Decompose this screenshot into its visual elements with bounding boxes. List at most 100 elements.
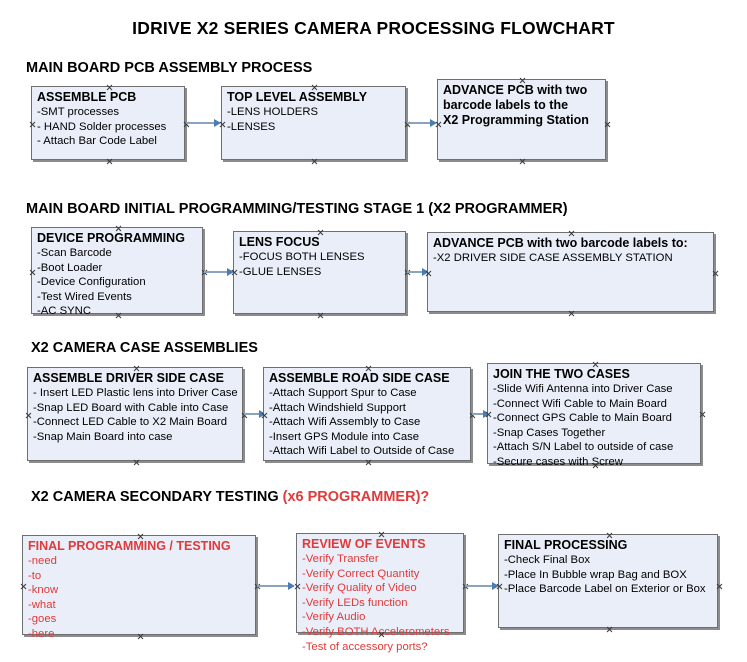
box-assemble-road-side-case[interactable]: ASSEMBLE ROAD SIDE CASE -Attach Support …: [263, 367, 471, 461]
arrowhead-icon: [430, 118, 437, 127]
box-line: -X2 DRIVER SIDE CASE ASSEMBLY STATION: [433, 252, 673, 264]
box-line: -AC SYNC: [37, 305, 91, 318]
box-title: ASSEMBLE PCB: [37, 90, 137, 104]
connector-handle-bottom: [317, 312, 324, 319]
connector-driver-side-to-road-side: [244, 413, 262, 415]
box-line: -Check Final Box: [504, 554, 591, 566]
box-line: -Verify Transfer: [302, 553, 379, 565]
box-line: -Boot Loader: [37, 261, 103, 274]
box-line: -Scan Barcode: [37, 247, 112, 259]
connector-device-programming-to-lens-focus: [204, 271, 230, 273]
connector-handle-left[interactable]: [29, 269, 36, 276]
connector-assemble-pcb-to-top-level: [186, 122, 217, 124]
page-title: IDRIVE X2 SERIES CAMERA PROCESSING FLOWC…: [132, 18, 615, 38]
box-line: -Insert GPS Module into Case: [269, 430, 420, 443]
box-line: -Attach Windshield Support: [269, 401, 406, 414]
connector-handle-bottom: [606, 626, 613, 633]
connector-handle-right[interactable]: [712, 270, 719, 277]
arrowhead-icon: [227, 267, 234, 276]
box-title: ADVANCE PCB with two barcode labels to:: [433, 236, 688, 250]
box-line: -Place In Bubble wrap Bag and BOX: [504, 568, 687, 581]
box-top-level-assembly[interactable]: TOP LEVEL ASSEMBLY -LENS HOLDERS -LENSES: [221, 86, 406, 160]
box-advance-pcb-to-programming-station[interactable]: ADVANCE PCB with two barcode labels to t…: [437, 79, 606, 160]
connector-handle-bottom: [133, 459, 140, 466]
connector-review-of-events-to-final-processing: [465, 585, 495, 587]
box-title: ADVANCE PCB with two: [443, 83, 588, 97]
connector-handle-right[interactable]: [604, 121, 611, 128]
box-line: X2 Programming Station: [443, 113, 589, 127]
box-line: -here: [28, 627, 55, 640]
box-title: TOP LEVEL ASSEMBLY: [227, 90, 368, 104]
connector-handle-left[interactable]: [20, 583, 27, 590]
box-line: -Attach Wifi Assembly to Case: [269, 416, 421, 429]
box-line: -Verify Correct Quantity: [302, 567, 420, 580]
connector-handle-left[interactable]: [29, 121, 36, 128]
connector-handle-bottom: [519, 158, 526, 165]
box-line: -need: [28, 555, 57, 567]
connector-handle-bottom: [106, 158, 113, 165]
arrowhead-icon: [492, 581, 499, 590]
box-line: -Verify Quality of Video: [302, 582, 417, 595]
section-heading-text: MAIN BOARD PCB ASSEMBLY PROCESS: [26, 60, 313, 76]
section-heading-text: X2 CAMERA CASE ASSEMBLIES: [31, 340, 258, 356]
box-lens-focus[interactable]: LENS FOCUS -FOCUS BOTH LENSES -GLUE LENS…: [233, 231, 406, 314]
box-line: barcode labels to the: [443, 98, 569, 112]
connector-handle-right[interactable]: [699, 411, 706, 418]
box-line: -LENSES: [227, 120, 276, 133]
box-line: -Attach Support Spur to Case: [269, 387, 417, 399]
box-final-programming-testing[interactable]: FINAL PROGRAMMING / TESTING -need -to -k…: [20, 535, 256, 640]
box-line: -Verify LEDs function: [302, 596, 408, 609]
section-heading-x2-camera-secondary-testing: X2 CAMERA SECONDARY TESTING (x6 PROGRAMM…: [31, 489, 429, 505]
arrowhead-icon: [483, 409, 490, 418]
connector-final-programming-to-review-of-events: [257, 585, 291, 587]
box-advance-pcb-to-driver-side-case-assembly[interactable]: ADVANCE PCB with two barcode labels to: …: [427, 232, 714, 312]
box-line: - Attach Bar Code Label: [37, 135, 157, 148]
connector-handle-bottom: [311, 158, 318, 165]
box-line: -Place Barcode Label on Exterior or Box: [504, 583, 706, 596]
box-line: -Verify BOTH Accelerometers: [302, 625, 450, 638]
box-line-overflow: -Test of accessory ports?: [302, 640, 428, 653]
box-line: -Secure cases with Screw: [493, 455, 623, 468]
box-line: -LENS HOLDERS: [227, 106, 319, 118]
box-line: -Connect LED Cable to X2 Main Board: [33, 416, 228, 429]
arrowhead-icon: [214, 118, 221, 127]
box-title: ASSEMBLE ROAD SIDE CASE: [269, 371, 450, 385]
section-heading-text: X2 CAMERA SECONDARY TESTING: [31, 489, 283, 505]
box-final-processing[interactable]: FINAL PROCESSING -Check Final Box -Place…: [498, 534, 718, 628]
box-line: -FOCUS BOTH LENSES: [239, 251, 365, 263]
box-line: -Slide Wifi Antenna into Driver Case: [493, 383, 673, 395]
connector-handle-right[interactable]: [716, 583, 723, 590]
box-line: -Test Wired Events: [37, 290, 132, 303]
box-line: -Verify Audio: [302, 611, 366, 624]
box-device-programming[interactable]: DEVICE PROGRAMMING -Scan Barcode -Boot L…: [29, 227, 203, 317]
box-line: -Snap Cases Together: [493, 426, 606, 439]
box-line: -to: [28, 569, 42, 582]
box-line: -Device Configuration: [37, 276, 146, 289]
box-line: -Snap LED Board with Cable into Case: [33, 401, 229, 414]
box-assemble-driver-side-case[interactable]: ASSEMBLE DRIVER SIDE CASE - Insert LED P…: [27, 367, 243, 461]
connector-handle-left[interactable]: [25, 412, 32, 419]
section-heading-accent: (x6 PROGRAMMER)?: [282, 489, 430, 505]
box-title: ASSEMBLE DRIVER SIDE CASE: [33, 371, 225, 385]
box-title: FINAL PROGRAMMING / TESTING: [28, 539, 231, 553]
section-heading-text: MAIN BOARD INITIAL PROGRAMMING/TESTING S…: [26, 201, 568, 217]
connector-lens-focus-to-advance-pcb: [407, 271, 425, 273]
box-join-the-two-cases[interactable]: JOIN THE TWO CASES -Slide Wifi Antenna i…: [487, 363, 701, 468]
box-line: - Insert LED Plastic lens into Driver Ca…: [33, 387, 238, 399]
section-heading-main-board-pcb-assembly-process: MAIN BOARD PCB ASSEMBLY PROCESS: [26, 60, 312, 76]
box-title: REVIEW OF EVENTS: [302, 537, 426, 551]
box-review-of-events[interactable]: REVIEW OF EVENTS -Verify Transfer -Verif…: [296, 533, 464, 653]
connector-road-side-to-join-cases: [472, 413, 486, 415]
box-line: -what: [28, 598, 56, 611]
connector-handle-bottom: [365, 459, 372, 466]
arrowhead-icon: [422, 267, 429, 276]
section-heading-main-board-initial-programming-testing-stage-1: MAIN BOARD INITIAL PROGRAMMING/TESTING S…: [26, 201, 568, 217]
box-assemble-pcb[interactable]: ASSEMBLE PCB -SMT processes - HAND Solde…: [31, 86, 185, 160]
box-line: - HAND Solder processes: [37, 120, 167, 133]
box-line: -know: [28, 584, 59, 597]
box-title: FINAL PROCESSING: [504, 538, 628, 552]
connector-handle-bottom: [568, 310, 575, 317]
connector-top-level-to-advance-pcb: [407, 122, 432, 124]
box-line: -goes: [28, 613, 57, 626]
